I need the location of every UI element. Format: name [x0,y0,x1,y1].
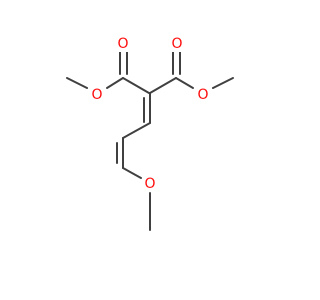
bond-chain-ether [122,167,142,179]
atom-label-o: O [117,36,128,52]
bond-chain-1 [122,122,151,139]
bond-right-carbonyl-central [149,77,177,94]
atom-label-o: O [197,87,208,103]
atom-label-o: O [91,87,102,103]
atom-o-ester-left: O [90,87,104,103]
bond-left-carbonyl-ester-o [106,77,124,89]
bond-right-ester-methyl [212,77,234,89]
atom-o-ester-right: O [196,87,210,103]
atom-o-carbonyl-left: O [116,36,130,52]
structure-canvas: O O O O O [66,36,234,231]
atom-o-ether: O [143,176,157,192]
bond-right-carbonyl-ester-o [175,77,194,89]
bond-left-ester-methyl [66,77,88,89]
bond-left-carbonyl-central [122,77,150,94]
atom-label-o: O [171,36,182,52]
molecule-drawing: O O O O O [66,36,234,231]
atom-o-carbonyl-right: O [170,36,184,52]
atom-label-o: O [144,176,155,192]
